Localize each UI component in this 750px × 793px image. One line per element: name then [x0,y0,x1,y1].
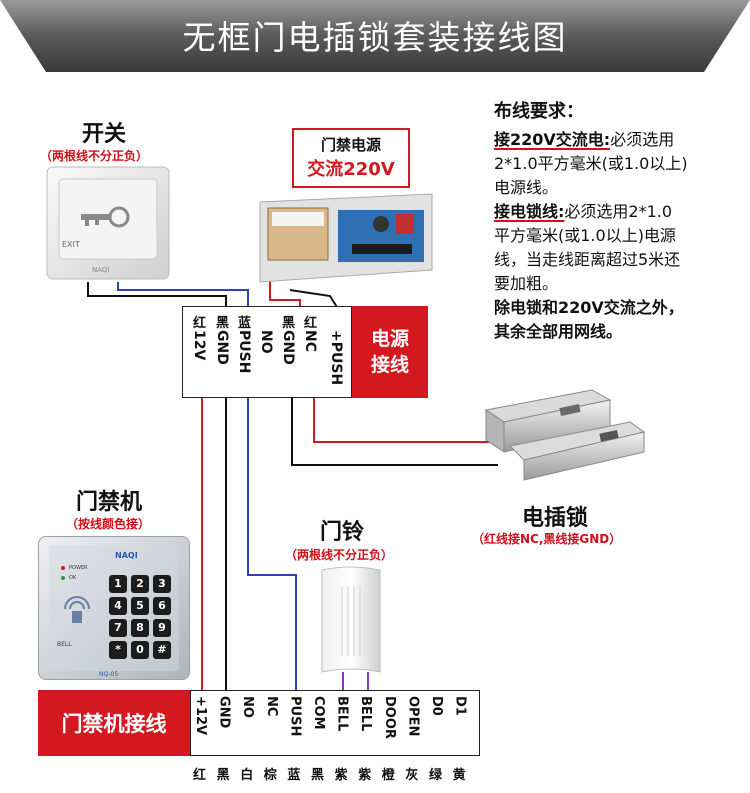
controller-wire-color: 白 [240,768,254,783]
power-led-label: POWER [69,565,88,571]
keypad-key[interactable]: * [109,641,127,659]
power-tag: 门禁电源 交流220V [292,128,410,188]
controller-wire-color: 灰 [405,768,419,783]
power-terminal-push: PUSH [236,330,252,374]
controller-wire-color: 黄 [452,768,466,783]
keypad-key[interactable]: 4 [109,597,127,615]
controller-terminal-com: COM [311,696,326,730]
controller-terminal-bell: BELL [334,696,350,732]
power-terminal-color: 黑 [282,316,296,331]
controller-wire-color: 黑 [311,768,325,783]
ok-led-label: OK [69,575,77,581]
switch-note: （两根线不分正负） [40,149,149,163]
keypad-key[interactable]: 9 [153,619,171,637]
power-terminal-nc: NC [302,330,318,352]
power-terminal-no: NO [258,330,274,354]
keypad-key[interactable]: 2 [131,575,149,593]
exit-switch-image [46,166,170,280]
controller-terminal-push: PUSH [287,696,303,737]
power-tag-line1: 门禁电源 [320,136,381,154]
wire-lock-red [313,398,498,443]
power-terminal-color: 黑 [216,316,230,331]
controller-terminal-bell: BELL [358,696,374,732]
req-line6: 线，当走线距离超过5米还 [494,250,681,269]
req-line3: 电源线。 [494,178,559,197]
power-supply-image [259,193,433,283]
power-terminal-push: +PUSH [328,330,344,386]
keypad-key[interactable]: 0 [131,641,149,659]
power-terminal-gnd: GND [214,330,230,365]
power-tag-line2: 交流220V [307,159,395,180]
keypad-key[interactable]: 1 [109,575,127,593]
power-terminal-block [182,306,352,398]
keypad-key[interactable]: 3 [153,575,171,593]
req-220v-label: 接220V交流电: [494,130,611,149]
bell-key-label: BELL [57,641,72,648]
keypad-key[interactable]: # [153,641,171,659]
lock-note: （红线接NC,黑线接GND） [472,532,622,546]
controller-wire-color: 紫 [334,768,348,783]
power-terminal-12v: 12V [191,330,207,361]
controller-wire-color: 棕 [263,768,277,783]
power-terminal-gnd: GND [280,330,296,365]
controller-terminal-d0: D0 [429,696,444,716]
controller-model: NQ-05 [99,671,119,678]
controller-terminal-12v: +12V [193,696,208,736]
controller-wire-color: 绿 [429,768,443,783]
power-terminal-color: 红 [304,316,318,331]
req-line5: 平方毫米(或1.0以上)电源 [494,226,676,245]
doorbell-image [321,566,381,673]
controller-wire-color: 黑 [216,768,230,783]
power-block-label: 电源接线 [352,306,428,398]
header-banner [0,0,750,72]
wire-switch-blue [117,282,249,312]
power-block-text: 电源接线 [370,328,409,376]
electric-lock-image [484,389,646,481]
bell-title: 门铃 [320,520,365,545]
controller-terminal-no: NO [240,696,256,718]
exit-label: EXIT [62,240,80,249]
rfid-icon [64,596,90,623]
controller-terminal-block [190,690,480,756]
req-line8: 除电锁和220V交流之外， [494,298,684,317]
keypad-key[interactable]: 5 [131,597,149,615]
req-line4b: 必须选用2*1.0 [564,202,673,221]
req-title: 布线要求： [494,101,584,122]
req-line9: 其余全部用网线。 [494,322,623,341]
power-terminal-color: 红 [193,316,207,331]
controller-wire-color: 紫 [358,768,372,783]
req-lock-label: 接电锁线: [494,202,565,221]
controller-title: 门禁机 [76,490,143,515]
controller-brand: NAQI [115,551,138,560]
keypad-key[interactable]: 6 [153,597,171,615]
controller-terminal-d1: D1 [452,696,468,716]
lock-title: 电插锁 [522,506,589,531]
bell-note: （两根线不分正负） [285,548,394,562]
switch-title: 开关 [82,122,127,147]
req-line1b: 必须选用 [610,130,675,149]
wire-lock-black [291,398,498,466]
controller-wire-color: 蓝 [287,768,301,783]
controller-wire-color: 红 [193,768,207,783]
controller-terminal-nc: NC [263,696,279,717]
req-line2: 2*1.0平方毫米(或1.0以上) [494,154,688,173]
power-terminal-color: 蓝 [238,316,252,331]
controller-terminal-gnd: GND [216,696,232,729]
switch-brand: NAQI [92,266,110,274]
controller-terminal-door: DOOR [381,696,397,739]
wiring-requirements: 布线要求： 接220V交流电:必须选用 2*1.0平方毫米(或1.0以上) 电源… [494,100,744,344]
controller-terminal-open: OPEN [405,696,421,737]
keypad-key[interactable]: 7 [109,619,127,637]
keypad-key[interactable]: 8 [131,619,149,637]
controller-note: （按线颜色接） [66,517,151,531]
controller-block-text: 门禁机接线 [61,712,167,736]
controller-wire-color: 橙 [381,768,395,783]
wire-switch-black [87,282,227,312]
wire-push-blue [247,398,297,690]
controller-block-label: 门禁机接线 [38,690,190,756]
page-title: 无框门电插锁套装接线图 [182,18,568,57]
req-line7: 要加粗。 [494,274,559,293]
